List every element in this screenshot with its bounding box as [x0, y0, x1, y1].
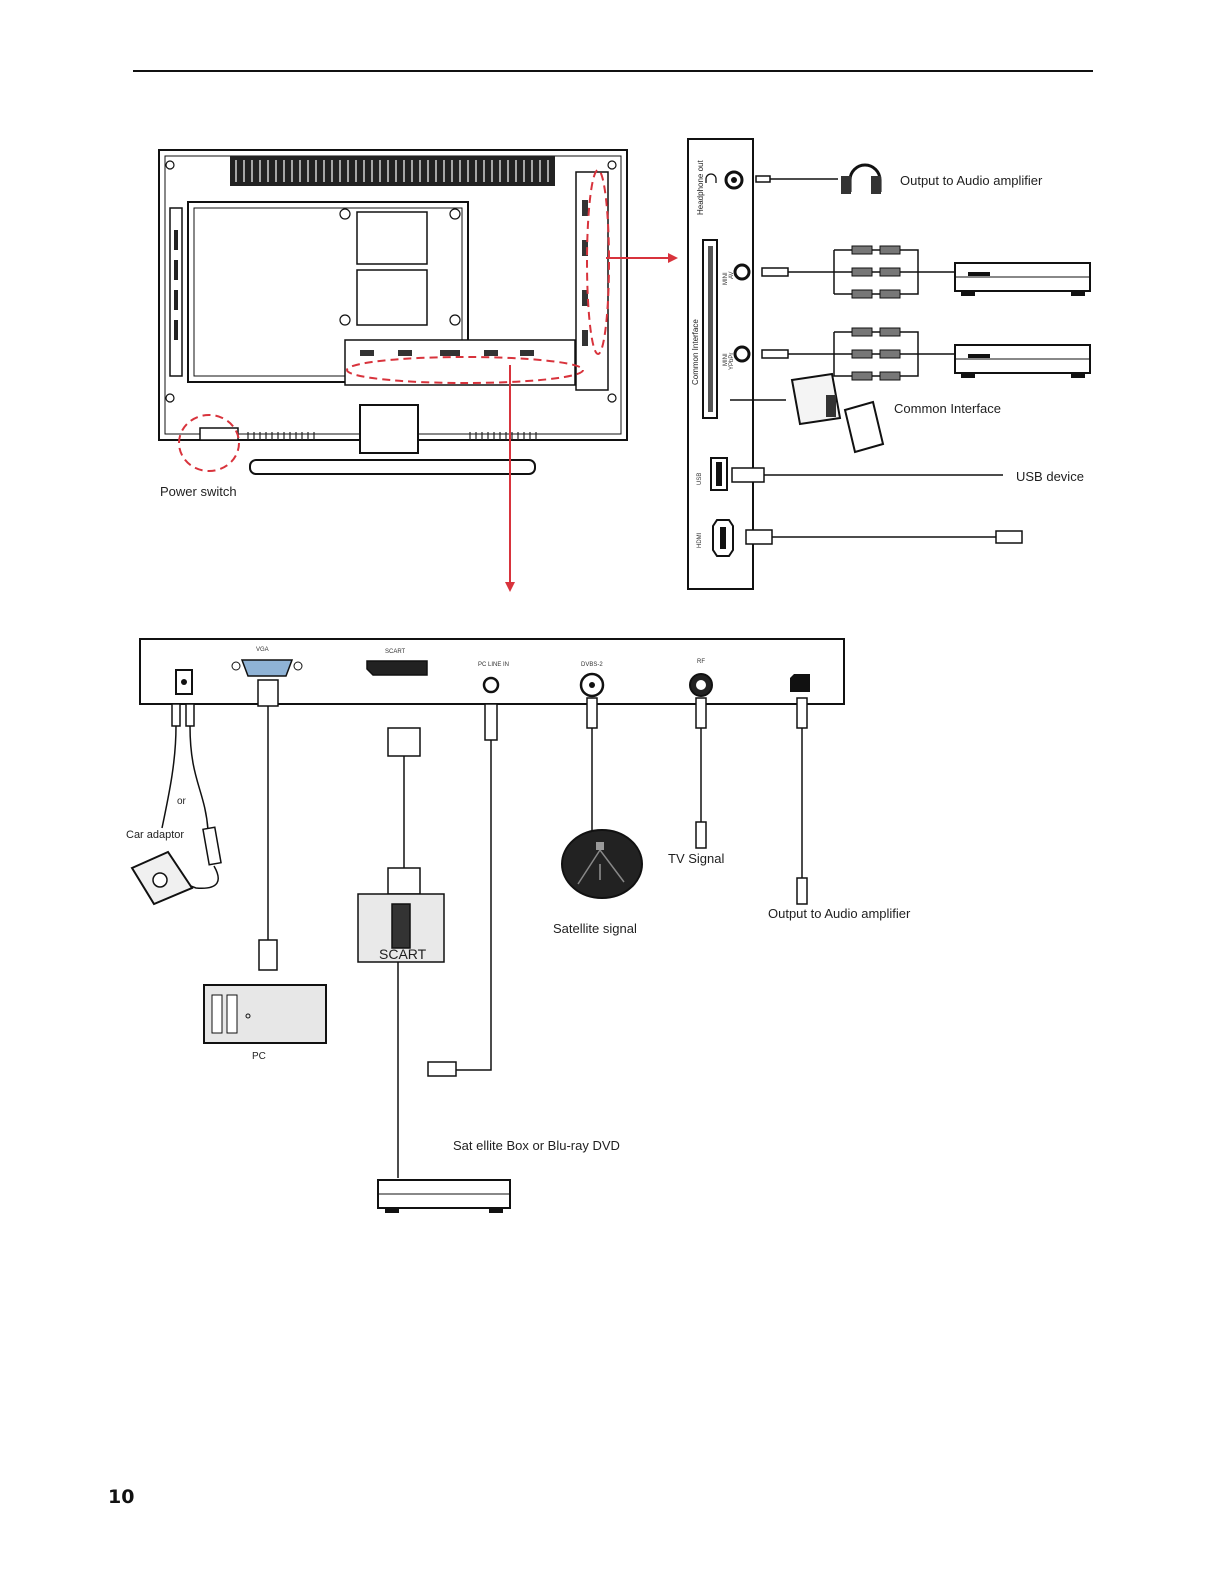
satellite-dish-icon	[562, 830, 642, 898]
dvd-player-icon	[955, 263, 1090, 295]
output-audio-label: Output to Audio amplifier	[900, 173, 1043, 188]
page-number: 10	[108, 1486, 134, 1508]
rf-label: RF	[697, 659, 705, 665]
hdmi-label: HDMI	[697, 532, 703, 548]
dvbs2-label: DVBS-2	[581, 662, 603, 668]
pc-line-in-jack-icon	[484, 678, 498, 692]
output-audio-bottom-label: Output to Audio amplifier	[768, 906, 911, 921]
scart-box-label: SCART	[379, 946, 427, 962]
car-adaptor-label: Car adaptor	[126, 829, 184, 841]
optical-port-icon	[790, 674, 810, 692]
power-switch-label: Power switch	[160, 484, 237, 499]
pc-line-in-label: PC LINE IN	[478, 662, 509, 668]
dvd-player-icon	[955, 345, 1090, 377]
mini-av-jack-icon	[735, 265, 749, 279]
pc-icon	[204, 985, 326, 1043]
common-interface-label: Common Interface	[894, 401, 1001, 416]
mini-av-label-2: AV	[729, 271, 735, 279]
ci-card-icon	[792, 374, 883, 452]
vga-label: VGA	[256, 647, 269, 653]
satellite-signal-label: Satellite signal	[553, 921, 637, 936]
mini-ypbpr-label-2: YPbPr	[729, 353, 735, 370]
mini-ypbpr-jack-icon	[735, 347, 749, 361]
tv-back-illustration	[159, 150, 627, 474]
vga-port-icon	[242, 660, 292, 676]
or-label: or	[177, 796, 187, 807]
usb-label: USB	[697, 473, 703, 485]
pc-label: PC	[252, 1051, 266, 1062]
bottom-connections	[132, 680, 807, 1178]
side-panel: Headphone out Common Interface MINI AV M…	[688, 139, 753, 589]
scart-label: SCART	[385, 649, 406, 655]
usb-device-label: USB device	[1016, 469, 1084, 484]
scart-port-icon	[367, 661, 427, 675]
bottom-panel: VGA SCART PC LINE IN DVBS-2 RF	[140, 639, 844, 704]
headphone-out-label: Headphone out	[696, 160, 705, 215]
dvd-player-icon	[378, 1180, 510, 1212]
common-interface-slot-label: Common Interface	[691, 319, 700, 385]
satellite-box-label: Sat ellite Box or Blu-ray DVD	[453, 1138, 620, 1153]
rca-plugs	[852, 246, 900, 380]
tv-signal-label: TV Signal	[668, 851, 724, 866]
